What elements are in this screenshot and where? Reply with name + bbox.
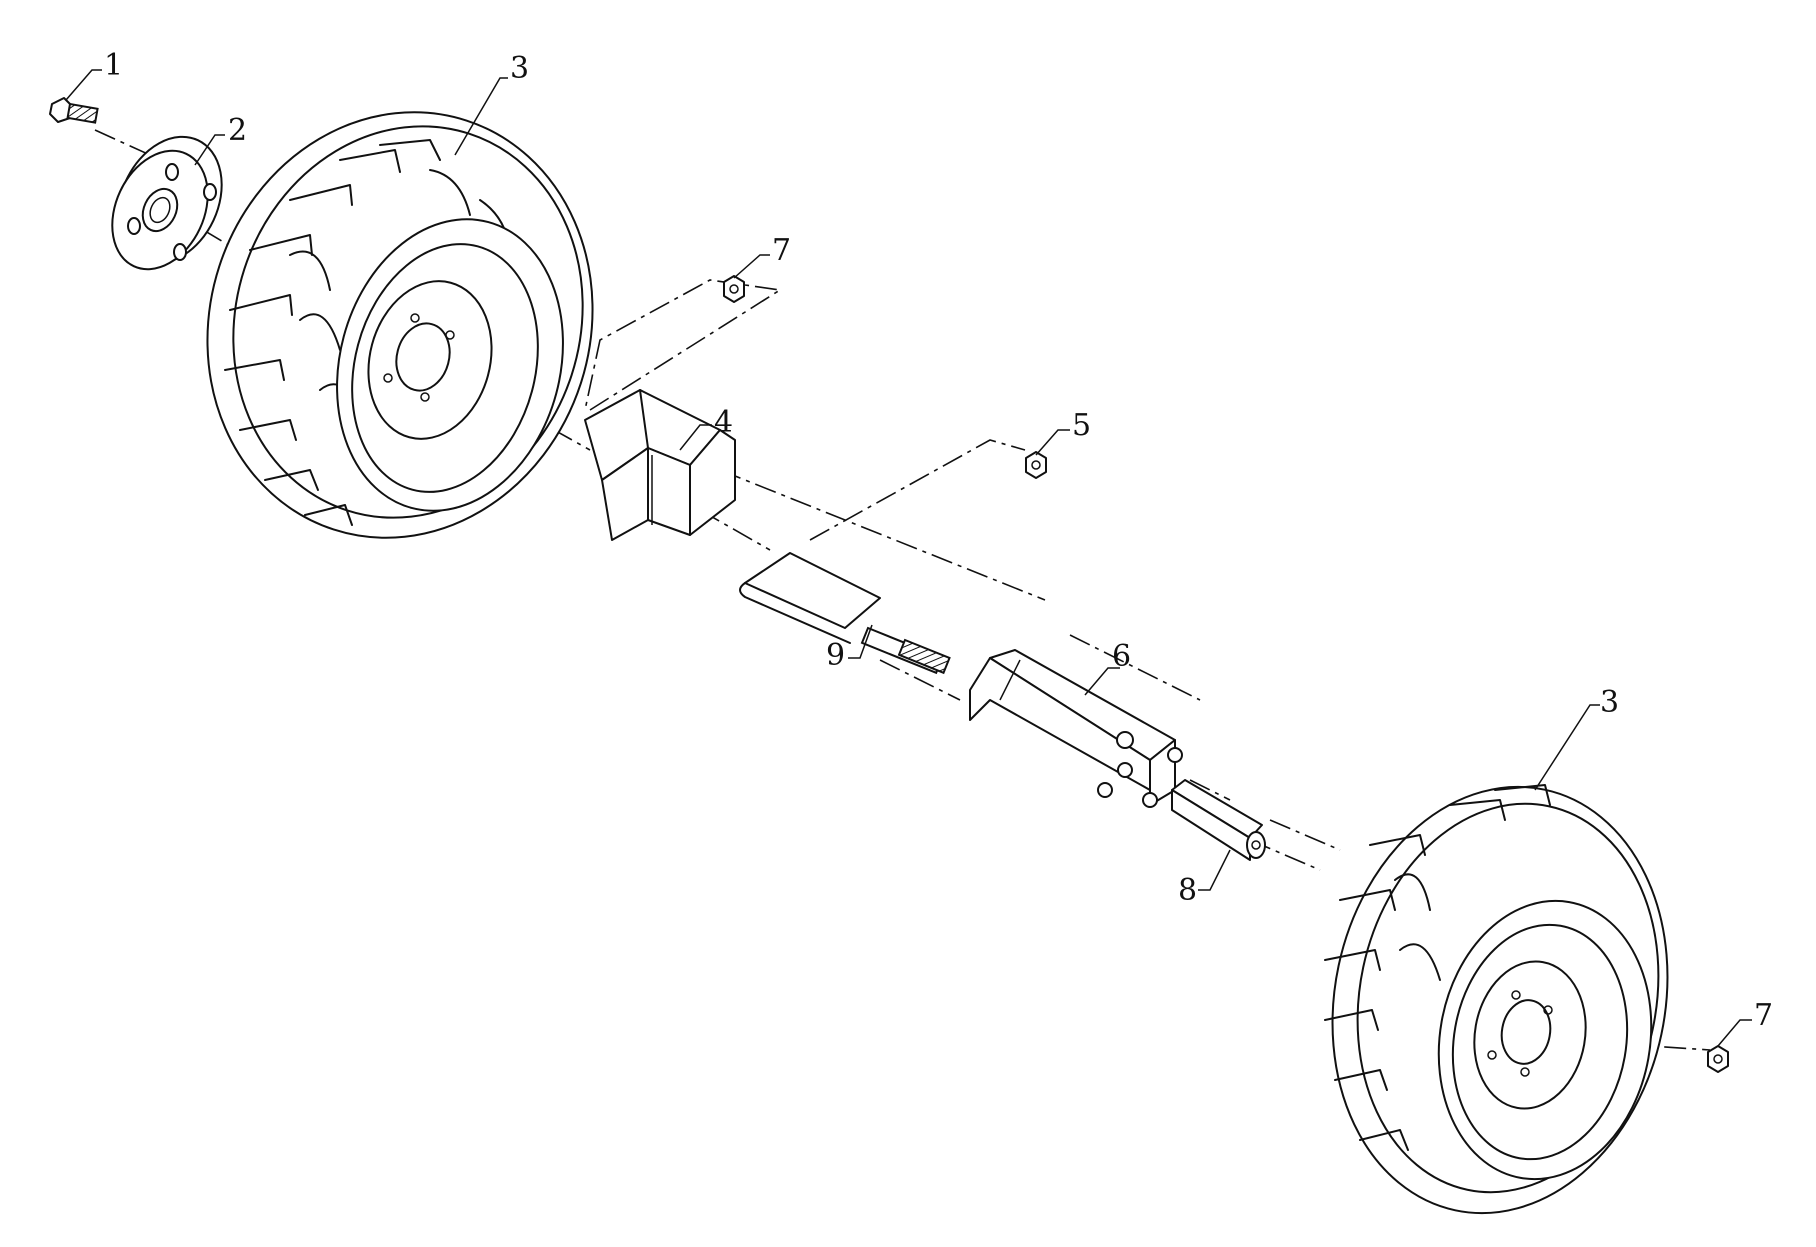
wheel-left-part-3 xyxy=(206,111,594,539)
label-wheel-right: 3 xyxy=(1600,685,1619,720)
axle-tube-part-6 xyxy=(969,649,1183,808)
label-spacer: 8 xyxy=(1178,873,1197,908)
label-wheel-left: 3 xyxy=(510,51,529,86)
nut-right-part-7 xyxy=(1707,1045,1729,1073)
label-nut-right: 7 xyxy=(1754,998,1773,1033)
wheel-right-part-3 xyxy=(1324,784,1669,1215)
spacer-part-8 xyxy=(1171,779,1266,861)
axle-sleeve-part-4 xyxy=(584,389,736,541)
label-nut-center: 5 xyxy=(1072,408,1091,443)
leader-lines xyxy=(65,69,1752,1047)
label-axle-sleeve: 4 xyxy=(714,405,733,440)
label-axle-tube: 6 xyxy=(1112,639,1131,674)
nut-center-part-5 xyxy=(1025,451,1047,479)
nut-left-part-7 xyxy=(723,275,745,303)
label-bolt: 1 xyxy=(104,48,123,83)
bolt-part-1 xyxy=(49,97,99,124)
label-hub-plate: 2 xyxy=(228,113,247,148)
callout-labels: 1 2 3 4 5 6 7 7 8 9 3 xyxy=(104,48,1773,1033)
hub-plate-part-2 xyxy=(111,135,223,271)
label-nut-left: 7 xyxy=(772,233,791,268)
lock-pin-part-9 xyxy=(739,552,951,675)
label-lock-pin: 9 xyxy=(826,638,845,673)
